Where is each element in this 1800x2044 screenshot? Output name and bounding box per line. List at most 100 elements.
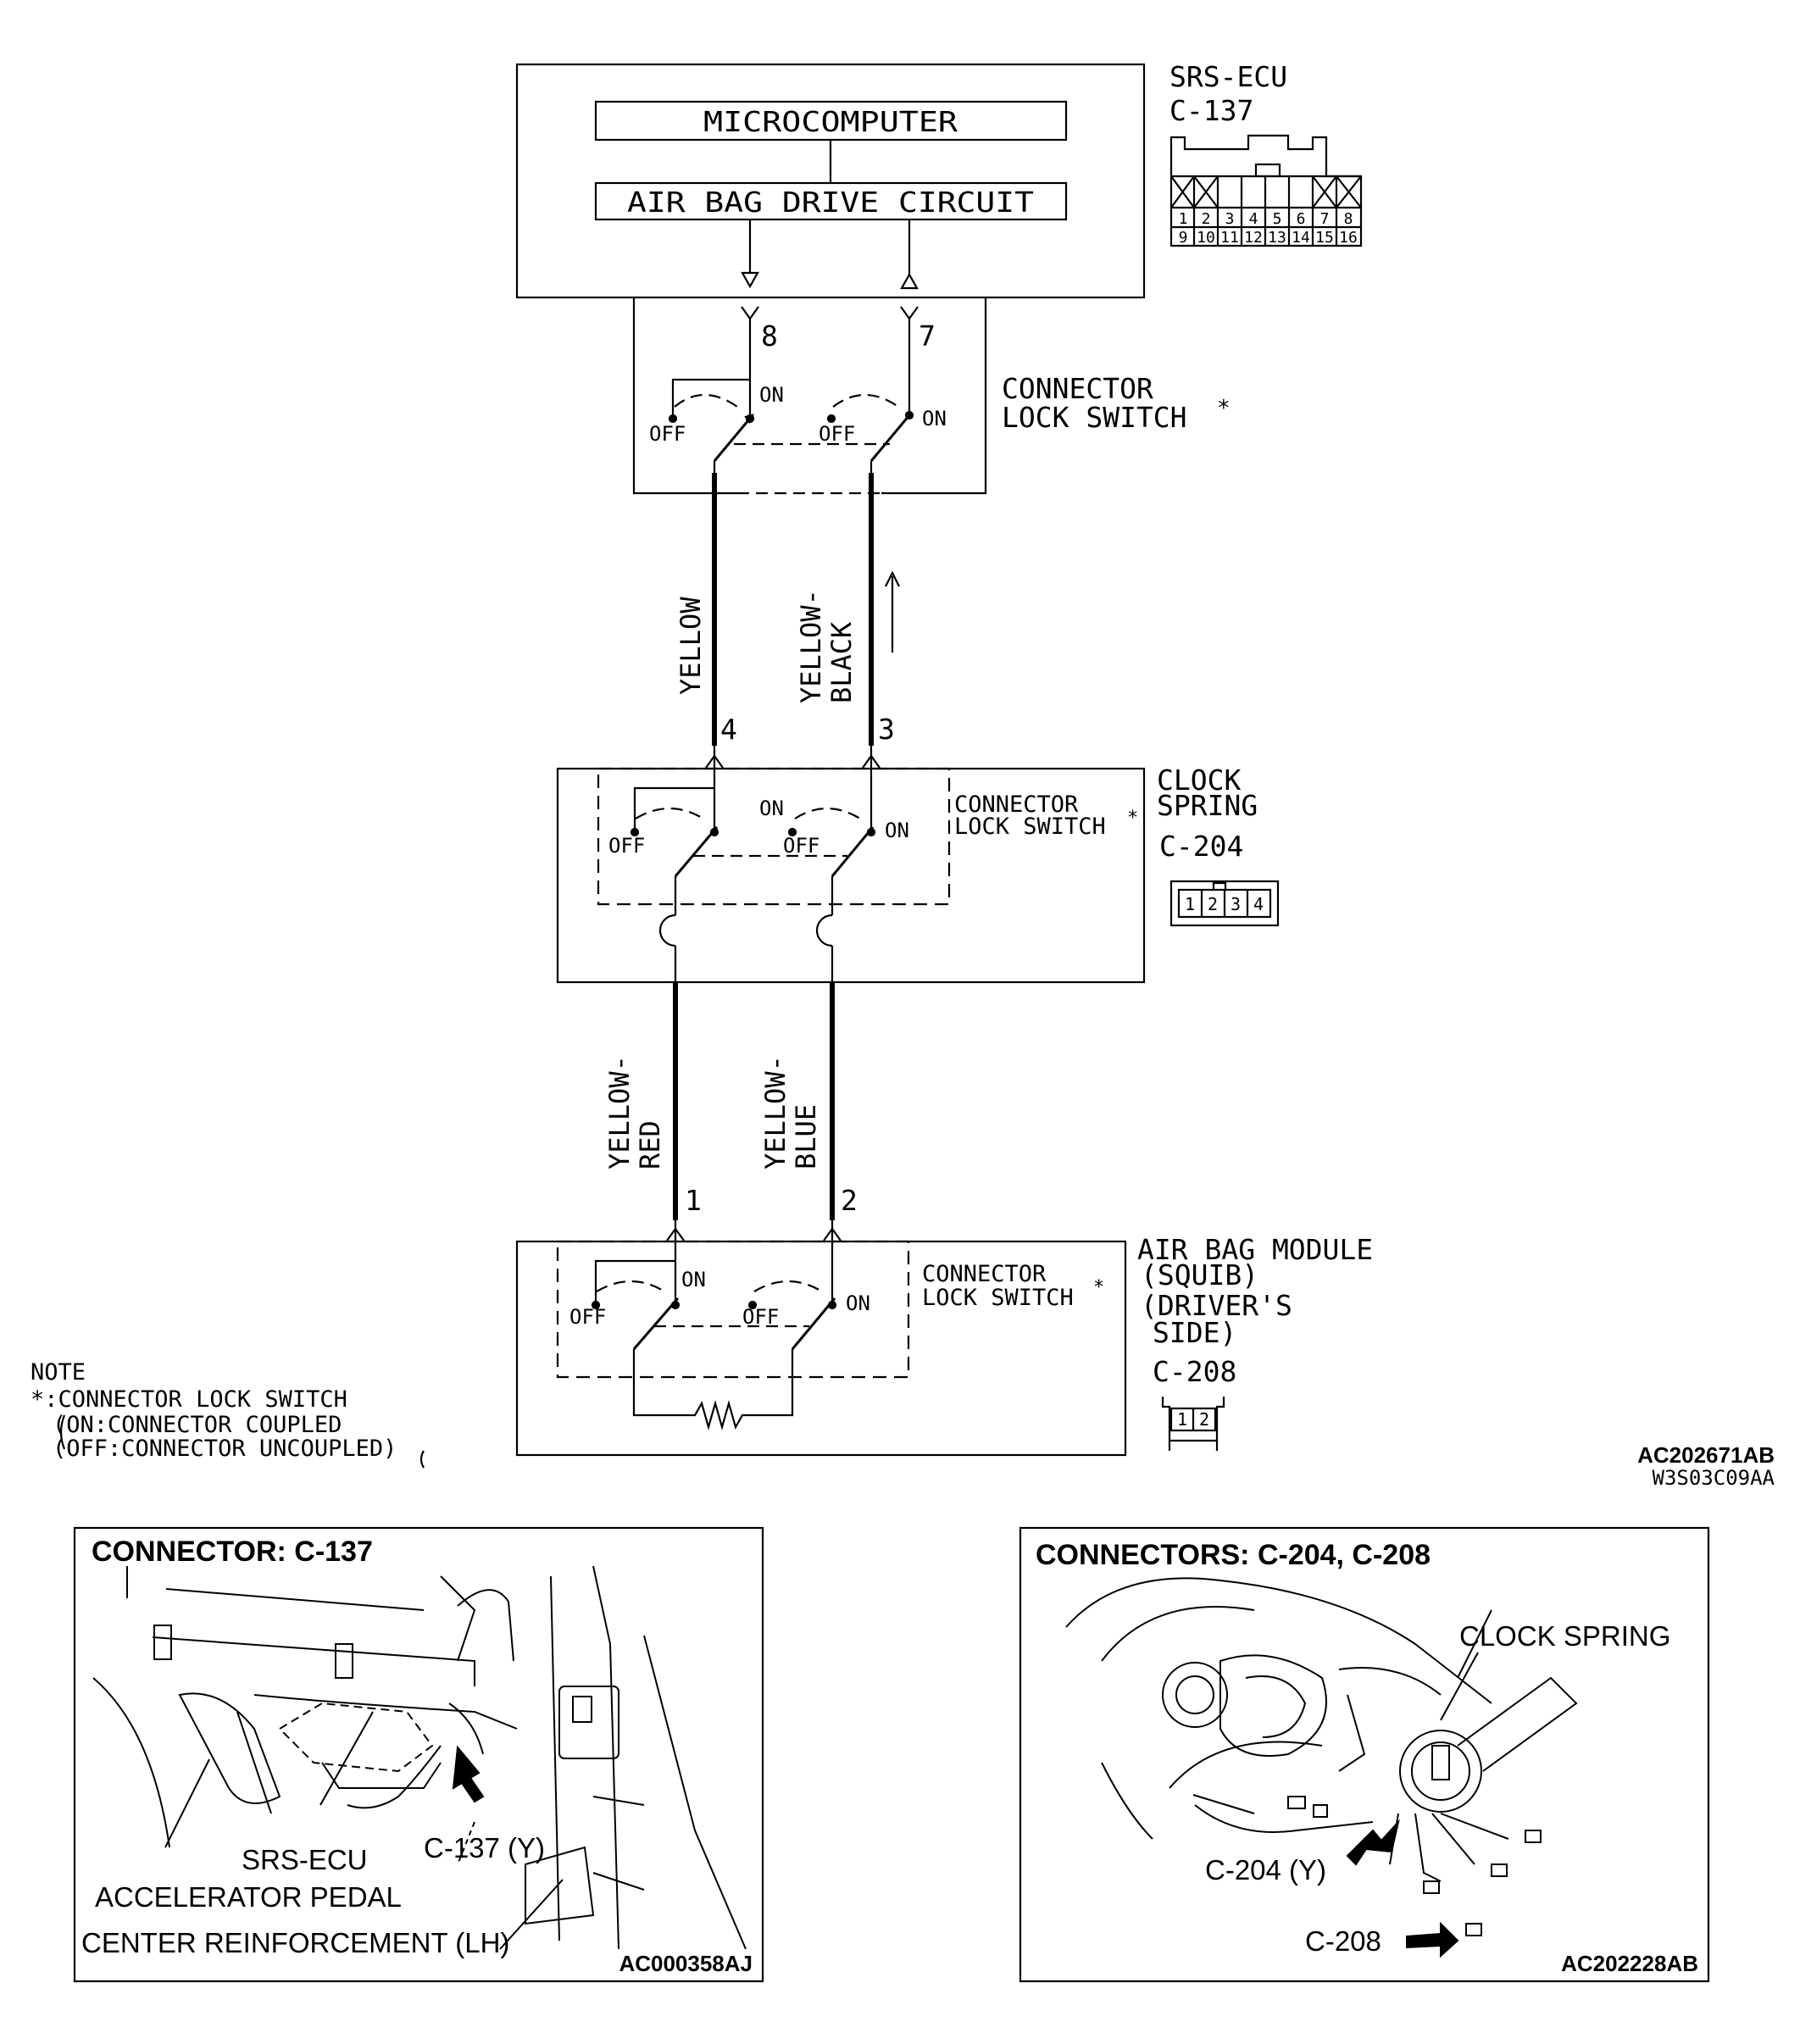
wire-pin-2: 2 bbox=[841, 1184, 858, 1217]
srs-ecu-name: SRS-ECU bbox=[1169, 60, 1287, 93]
clock-spring-name-1: CLOCK bbox=[1157, 764, 1241, 797]
svg-text:2: 2 bbox=[1208, 894, 1218, 914]
clock-spring-name-2: SPRING bbox=[1157, 789, 1258, 822]
c208-pin-numbers: 1 2 bbox=[1177, 1409, 1209, 1430]
module-asterisk: * bbox=[1093, 1277, 1104, 1298]
svg-text:6: 6 bbox=[1297, 210, 1306, 228]
ecu-switch-connector-label: CONNECTOR bbox=[1002, 372, 1153, 405]
svg-text:3: 3 bbox=[1231, 894, 1241, 914]
right-panel-title: CONNECTORS: C-204, C-208 bbox=[1036, 1539, 1431, 1571]
ecu-switch-asterisk: * bbox=[1217, 396, 1231, 421]
drive-circuit-label: AIR BAG DRIVE CIRCUIT bbox=[627, 186, 1034, 219]
label-c204-y: C-204 (Y) bbox=[1205, 1854, 1326, 1886]
connector-c204-label: C-204 bbox=[1159, 830, 1243, 863]
left-panel-frame bbox=[73, 1526, 764, 1983]
wire-label-yellow: YELLOW bbox=[675, 597, 707, 695]
svg-text:2: 2 bbox=[1199, 1409, 1209, 1430]
note-line2: (ON:CONNECTOR COUPLED bbox=[53, 1412, 342, 1438]
svg-text:1: 1 bbox=[1185, 894, 1195, 914]
figure-code-sub: W3S03C09AA bbox=[1653, 1466, 1775, 1490]
svg-text:OFF: OFF bbox=[569, 1305, 606, 1329]
c137-pin-numbers: 1 2 3 4 5 6 7 8 9 10 11 12 13 14 15 16 bbox=[1179, 210, 1358, 247]
left-panel-title: CONNECTOR: C-137 bbox=[92, 1536, 373, 1568]
module-lock-label: LOCK SWITCH bbox=[922, 1285, 1074, 1311]
svg-text:15: 15 bbox=[1315, 229, 1334, 247]
svg-text:13: 13 bbox=[1268, 229, 1286, 247]
svg-text:4: 4 bbox=[1253, 894, 1264, 914]
clock-spring-asterisk: * bbox=[1127, 808, 1138, 829]
svg-text:4: 4 bbox=[1249, 210, 1258, 228]
svg-text:1: 1 bbox=[1177, 1409, 1187, 1430]
left-panel-code: AC000358AJ bbox=[619, 1951, 753, 1976]
wire-label-yellow-black-1: YELLOW- bbox=[795, 589, 827, 703]
svg-text:11: 11 bbox=[1220, 229, 1239, 247]
c204-pin-numbers: 1 2 3 4 bbox=[1185, 894, 1264, 914]
wire-label-yellow-red-2: RED bbox=[634, 1120, 666, 1169]
svg-text:OFF: OFF bbox=[649, 422, 686, 446]
label-accelerator-pedal: ACCELERATOR PEDAL bbox=[95, 1881, 402, 1913]
clock-spring-connector-label: CONNECTOR bbox=[954, 791, 1079, 818]
label-clock-spring: CLOCK SPRING bbox=[1459, 1620, 1670, 1652]
note-line1: *:CONNECTOR LOCK SWITCH bbox=[31, 1386, 347, 1413]
svg-text:ON: ON bbox=[759, 383, 784, 407]
right-panel-illustration bbox=[1065, 1577, 1578, 1958]
svg-text:12: 12 bbox=[1244, 229, 1263, 247]
connector-c208-label: C-208 bbox=[1153, 1355, 1236, 1388]
clock-spring-lock-label: LOCK SWITCH bbox=[954, 814, 1106, 840]
svg-text:7: 7 bbox=[1320, 210, 1330, 228]
svg-text:OFF: OFF bbox=[608, 834, 645, 858]
svg-text:OFF: OFF bbox=[783, 834, 819, 858]
airbag-module-line1: AIR BAG MODULE bbox=[1137, 1233, 1373, 1266]
svg-text:8: 8 bbox=[1344, 210, 1353, 228]
label-center-reinforcement: CENTER REINFORCEMENT (LH) bbox=[81, 1927, 509, 1958]
switch-state-labels: ON OFF OFF ON ON OFF OFF ON ON OFF OFF O… bbox=[569, 383, 947, 1329]
connector-c137-label: C-137 bbox=[1169, 94, 1253, 127]
svg-text:1: 1 bbox=[1179, 210, 1188, 228]
microcomputer-label: MICROCOMPUTER bbox=[703, 105, 958, 138]
srs-ecu-box bbox=[515, 63, 1146, 299]
svg-text:2: 2 bbox=[1202, 210, 1211, 228]
note-line3: (OFF:CONNECTOR UNCOUPLED) bbox=[53, 1436, 397, 1462]
svg-text:5: 5 bbox=[1273, 210, 1282, 228]
wire-pin-3: 3 bbox=[878, 713, 895, 746]
svg-text:OFF: OFF bbox=[819, 422, 855, 446]
svg-text:10: 10 bbox=[1197, 229, 1215, 247]
wire-label-yellow-blue-2: BLUE bbox=[790, 1104, 822, 1169]
right-panel-frame bbox=[1019, 1526, 1710, 1983]
svg-text:ON: ON bbox=[759, 797, 784, 820]
connector-c137-icon bbox=[1169, 134, 1363, 247]
svg-text:9: 9 bbox=[1179, 229, 1188, 247]
airbag-module-line4: SIDE) bbox=[1153, 1316, 1236, 1349]
clock-spring-box bbox=[556, 767, 1146, 984]
svg-text:ON: ON bbox=[885, 819, 909, 842]
wire-pin-1: 1 bbox=[685, 1184, 702, 1217]
squib-resistor bbox=[632, 1349, 794, 1431]
airbag-module-line2: (SQUIB) bbox=[1141, 1258, 1258, 1291]
figure-code-main: AC202671AB bbox=[1637, 1442, 1775, 1468]
label-srs-ecu: SRS-ECU bbox=[242, 1844, 368, 1875]
svg-text:ON: ON bbox=[846, 1291, 870, 1315]
svg-text:OFF: OFF bbox=[742, 1305, 779, 1329]
wire-pin-4: 4 bbox=[720, 713, 737, 746]
left-panel-illustration bbox=[92, 1565, 747, 1950]
note-title: NOTE bbox=[31, 1359, 86, 1386]
connector-c204-icon bbox=[1169, 880, 1280, 927]
svg-text:ON: ON bbox=[922, 407, 947, 430]
svg-text:14: 14 bbox=[1292, 229, 1310, 247]
right-panel-code: AC202228AB bbox=[1561, 1951, 1698, 1976]
wire-label-yellow-blue-1: YELLOW- bbox=[759, 1055, 792, 1169]
ecu-pin-7: 7 bbox=[919, 319, 936, 353]
label-c137-y: C-137 (Y) bbox=[424, 1832, 545, 1863]
ecu-switch-lock-label: LOCK SWITCH bbox=[1002, 401, 1187, 434]
svg-text:3: 3 bbox=[1225, 210, 1235, 228]
wire-label-yellow-red-1: YELLOW- bbox=[603, 1055, 636, 1169]
airbag-module-line3: (DRIVER'S bbox=[1141, 1289, 1292, 1322]
svg-text:16: 16 bbox=[1339, 229, 1358, 247]
label-c208: C-208 bbox=[1305, 1925, 1381, 1957]
svg-text:ON: ON bbox=[681, 1268, 706, 1291]
connector-c208-icon bbox=[1161, 1397, 1225, 1451]
wire-label-yellow-black-2: BLACK bbox=[825, 621, 858, 703]
ecu-pin-8: 8 bbox=[761, 319, 778, 353]
module-connector-label: CONNECTOR bbox=[922, 1261, 1047, 1287]
